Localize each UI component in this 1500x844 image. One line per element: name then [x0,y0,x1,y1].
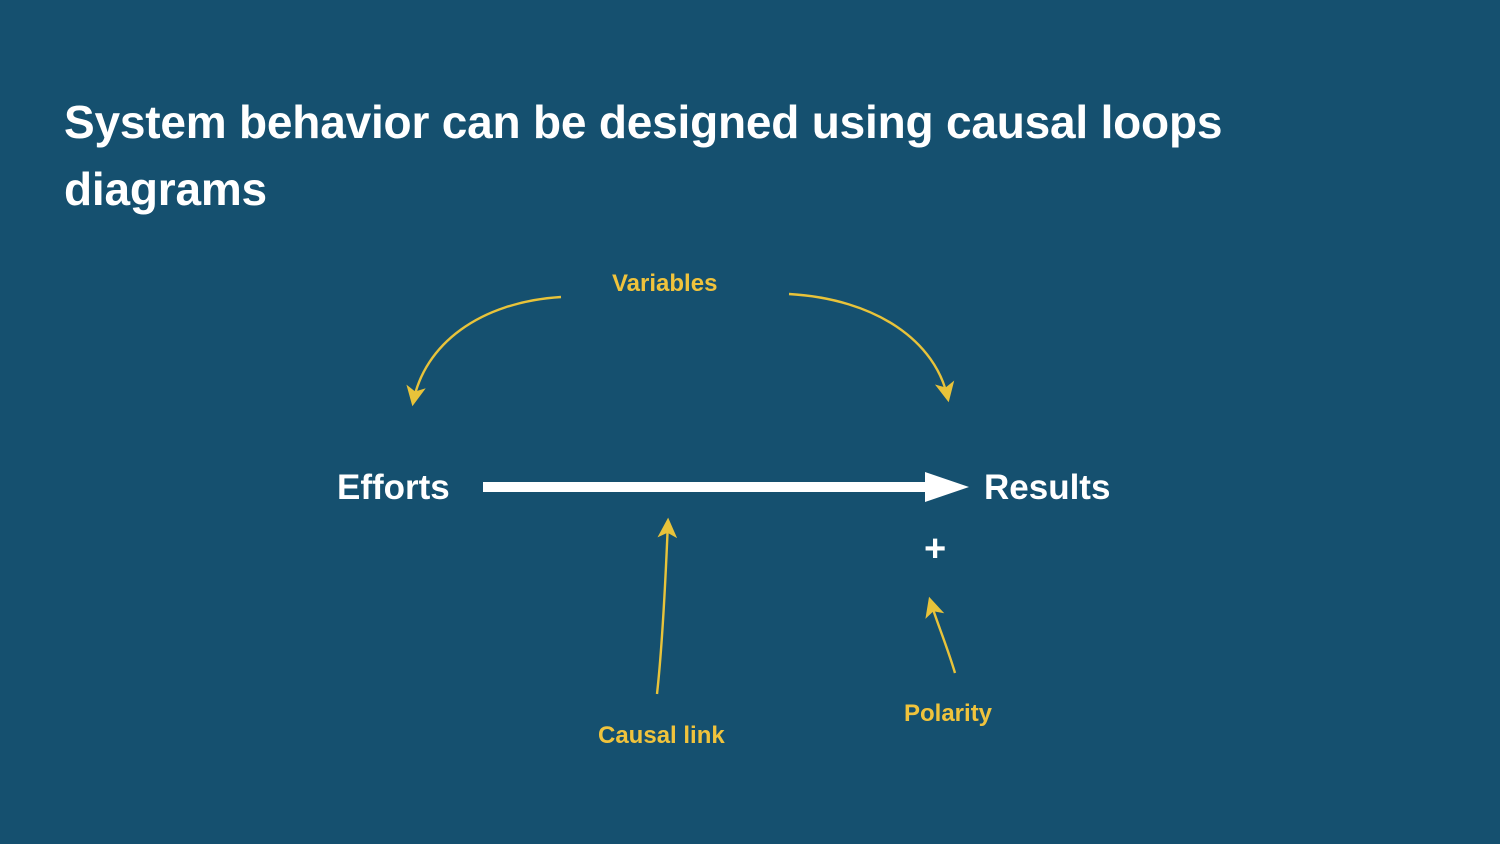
node-label-efforts: Efforts [337,468,450,507]
variables-left-pointer-arrow [406,295,562,407]
page-title: System behavior can be designed using ca… [64,95,1223,215]
annotation-label-polarity: Polarity [904,700,993,727]
polarity-sign: + [924,528,947,570]
causal-link-pointer-arrow [655,517,678,695]
variables-right-pointer-arrow [788,292,955,403]
node-label-results: Results [984,468,1111,507]
annotation-label-causal-link: Causal link [598,722,725,749]
polarity-pointer-arrow [925,596,957,674]
causal-link-arrow-efforts-results [483,472,969,502]
annotation-label-variables: Variables [612,270,718,297]
